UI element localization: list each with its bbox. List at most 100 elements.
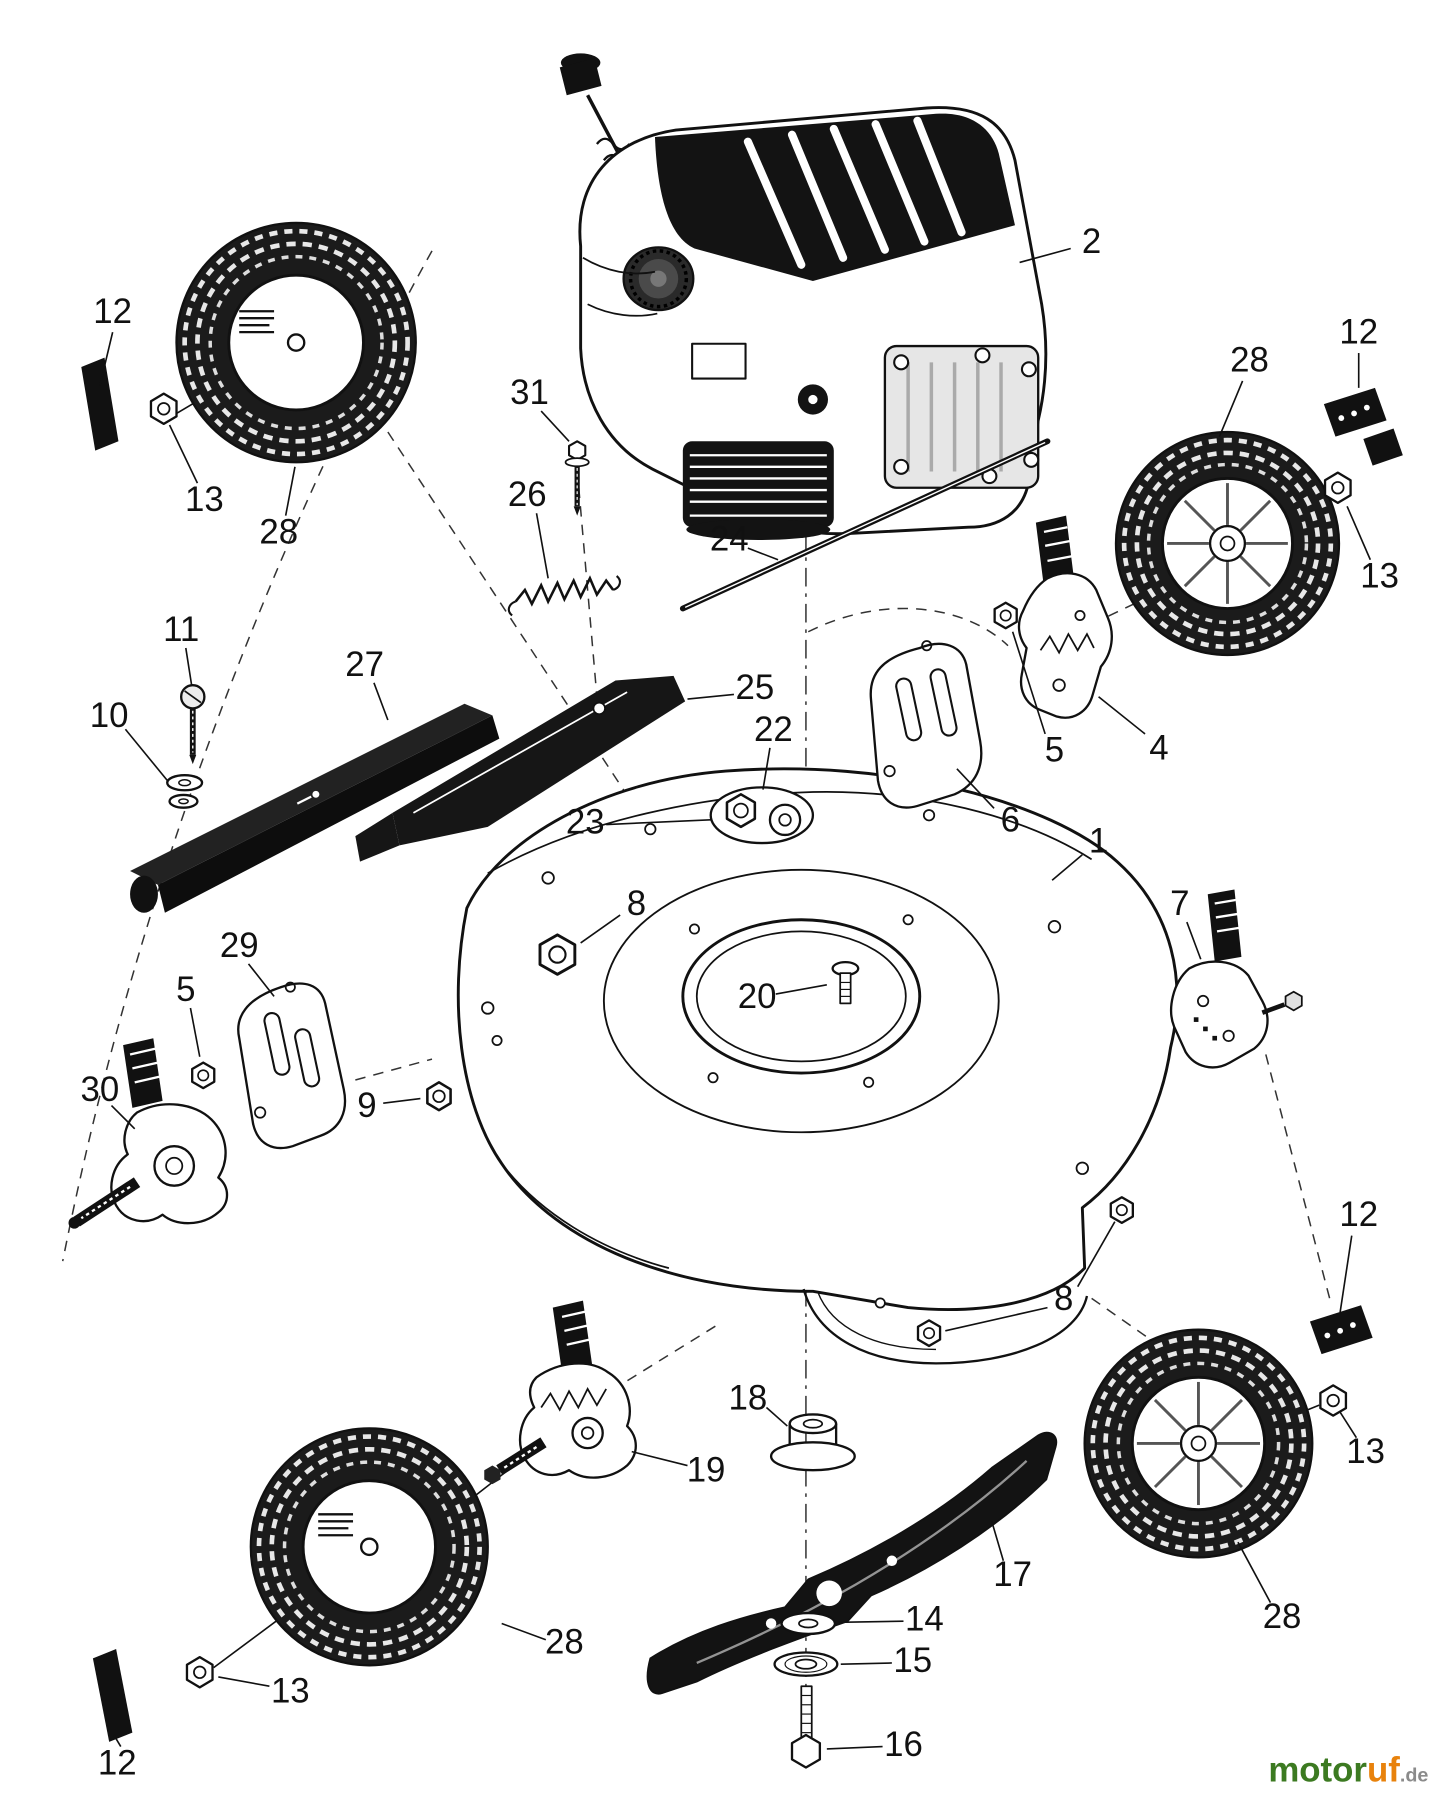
callout-leader-line: [1339, 1411, 1358, 1439]
callout-label-4: 4: [1149, 728, 1168, 767]
callout-leader-line: [1011, 631, 1046, 735]
blade-bolt-16: [790, 1685, 822, 1769]
callout-label-16: 16: [884, 1725, 923, 1764]
callout-label-6: 6: [1001, 800, 1020, 839]
callout-leader-line: [945, 1306, 1048, 1332]
callout-label-27: 27: [345, 645, 384, 684]
blade-adapter: [769, 1413, 856, 1472]
height-adjuster-30: [68, 1038, 229, 1229]
brand-logo-secondary: uf: [1367, 1750, 1400, 1789]
callout-leader-line: [1076, 1221, 1116, 1288]
callout-label-2: 2: [1082, 222, 1101, 261]
callout-leader-line: [1051, 854, 1083, 881]
tension-spring: [507, 575, 621, 617]
deck-hex-nut-8: [538, 933, 577, 976]
callout-label-18: 18: [728, 1379, 767, 1418]
nut-washer-cluster: [709, 786, 815, 845]
callout-label-1: 1: [1089, 821, 1108, 860]
callout-label-28: 28: [1263, 1597, 1302, 1636]
breather-box: [691, 342, 747, 380]
hubcap-vent-detail: [318, 1513, 354, 1537]
callout-label-9: 9: [357, 1086, 376, 1125]
callout-leader-line: [1346, 505, 1372, 561]
muffler-shield: [883, 344, 1040, 489]
wheel-spokes: [1167, 483, 1288, 604]
axle-nut-rear-right: [1319, 1384, 1348, 1417]
brand-logo-primary: motor: [1268, 1750, 1367, 1789]
mower-blade: [646, 1431, 1058, 1695]
callout-label-31: 31: [510, 373, 549, 412]
callout-leader-line: [1218, 380, 1244, 437]
axle-nut-front-right: [1323, 471, 1352, 505]
callout-leader-line: [840, 1662, 892, 1665]
callout-label-12: 12: [1339, 313, 1378, 352]
engine-assembly: [559, 53, 1048, 540]
callout-leader-line: [990, 1521, 1005, 1562]
callout-label-29: 29: [220, 926, 259, 965]
brand-logo[interactable]: motoruf.de: [1268, 1750, 1428, 1789]
callout-leader-line: [535, 513, 549, 579]
callout-leader-line: [826, 1745, 883, 1750]
wheel-front-left: [175, 221, 417, 464]
callout-leader-line: [687, 693, 735, 700]
callout-label-11: 11: [163, 610, 199, 649]
round-head-screw-11: [180, 684, 206, 765]
callout-label-5: 5: [1045, 731, 1064, 770]
callout-label-12: 12: [1339, 1195, 1378, 1234]
callout-leader-line: [765, 1406, 788, 1427]
rear-hex-nuts-8: [916, 1196, 1135, 1348]
hubcap-vent-detail: [239, 310, 275, 334]
callout-label-13: 13: [1360, 557, 1399, 596]
hubcap-cover-front-right: [1323, 387, 1403, 466]
bracket-6: [869, 640, 983, 809]
callout-leader-line: [775, 983, 827, 995]
deck-housing: [456, 767, 1179, 1365]
bracket-29: [237, 981, 347, 1150]
callout-leader-line: [124, 728, 168, 781]
engine-vent-slats: [743, 116, 966, 269]
hubcap-cover-rear-right: [1309, 1305, 1373, 1355]
center-screw-20: [831, 960, 860, 1005]
callout-label-28: 28: [1230, 341, 1269, 380]
axle-nut-rear-left: [185, 1656, 214, 1689]
callout-label-10: 10: [90, 696, 129, 735]
callout-leader-line: [110, 1104, 136, 1130]
callout-label-30: 30: [80, 1070, 119, 1109]
callout-leader-line: [762, 747, 771, 790]
washer-14: [780, 1611, 837, 1636]
callout-label-25: 25: [735, 668, 774, 707]
callout-label-22: 22: [754, 710, 793, 749]
callout-leader-line: [838, 1620, 904, 1624]
callout-label-15: 15: [893, 1641, 932, 1680]
callout-leader-line: [1186, 921, 1202, 960]
callout-leader-line: [99, 331, 114, 386]
washer-15: [773, 1651, 839, 1677]
callout-leader-line: [540, 410, 570, 442]
callout-label-7: 7: [1170, 884, 1189, 923]
wheel-rear-left: [249, 1427, 489, 1667]
callout-leader-line: [218, 1676, 270, 1687]
callout-label-13: 13: [1346, 1432, 1385, 1471]
callout-leader-line: [247, 963, 275, 997]
wheel-spokes: [1136, 1381, 1260, 1506]
mulch-baffle: [355, 675, 686, 862]
callout-label-28: 28: [259, 512, 298, 551]
callout-leader-line: [1098, 696, 1146, 735]
callout-label-23: 23: [566, 803, 605, 842]
height-adjuster-bracket-4: [1017, 515, 1113, 719]
wheel-front-right: [1114, 430, 1341, 657]
axle-nut-front-left: [149, 392, 178, 426]
axle-adjuster-19: [484, 1300, 637, 1485]
hubcap-cover-front-left: [81, 357, 119, 451]
callout-leader-line: [168, 424, 199, 484]
wheel-rear-right: [1083, 1328, 1314, 1559]
callout-label-20: 20: [738, 977, 777, 1016]
hex-screw-31: [564, 440, 590, 516]
recoil-housing-lines: [582, 257, 658, 317]
callout-leader-line: [956, 768, 995, 809]
callout-leader-line: [631, 1450, 688, 1467]
callout-leader-line: [580, 914, 621, 944]
